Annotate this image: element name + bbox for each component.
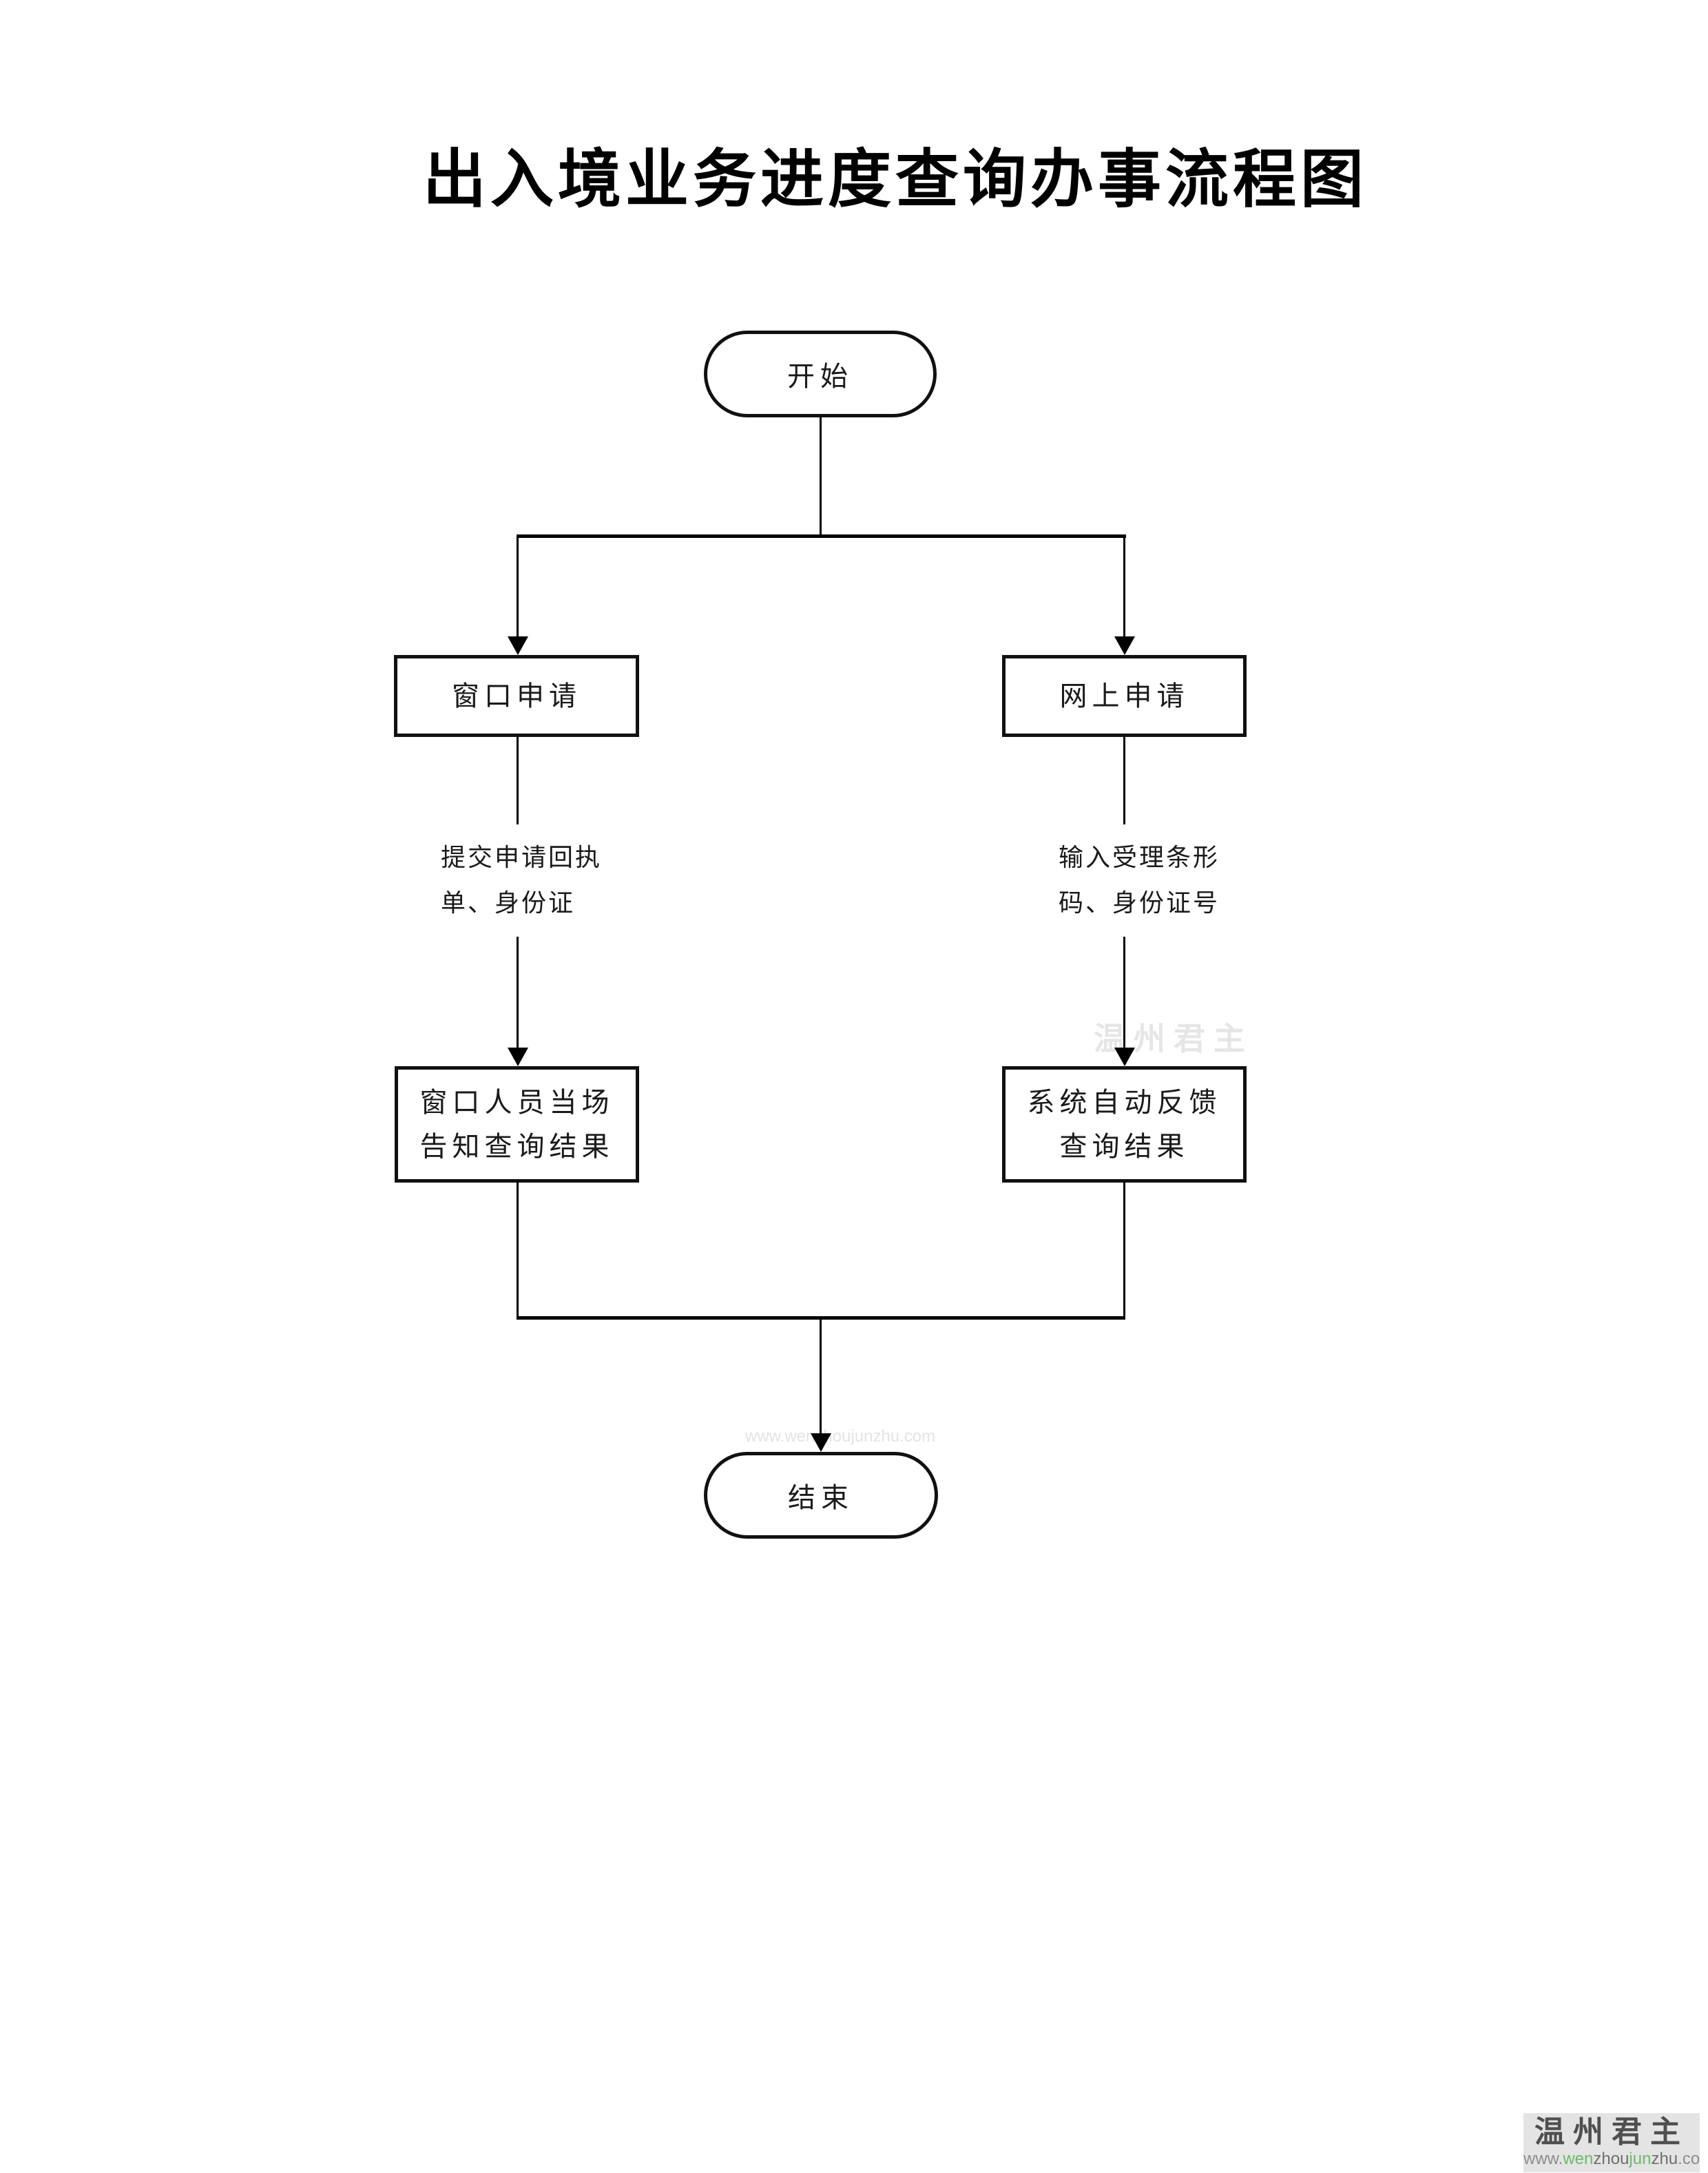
- window-note-line1: 提交申请回执: [441, 844, 603, 871]
- branch-split-line: [517, 534, 1126, 538]
- window-apply-box: 窗口申请: [394, 655, 639, 737]
- window-result-box: 窗口人员当场 告知查询结果: [395, 1066, 639, 1183]
- connector-window-result-down: [517, 1183, 519, 1320]
- online-note-line2: 码、身份证号: [1059, 889, 1220, 917]
- merge-line: [517, 1316, 1125, 1320]
- arrowhead-online-apply: [1114, 636, 1135, 655]
- connector-online-note-down: [1123, 937, 1125, 1048]
- start-label: 开始: [787, 361, 853, 392]
- online-note-line1: 输入受理条形: [1059, 844, 1220, 871]
- arrowhead-system-result: [1114, 1048, 1135, 1066]
- window-result-line1: 窗口人员当场: [419, 1086, 614, 1118]
- connector-start-to-branch: [820, 416, 822, 537]
- system-result-line1: 系统自动反馈: [1027, 1086, 1222, 1118]
- connector-merge-to-end: [820, 1320, 822, 1434]
- watermark-url[interactable]: www.wenzhoujunzhu.com: [1523, 2150, 1700, 2168]
- ghost-watermark-url: www.wenzhoujunzhu.com: [745, 1427, 936, 1446]
- window-apply-label: 窗口申请: [452, 680, 581, 711]
- window-result-line2: 告知查询结果: [419, 1130, 614, 1162]
- end-terminator: 结束: [704, 1452, 938, 1539]
- watermark-url-segment: .com: [1678, 2150, 1700, 2168]
- connector-branch-to-online-apply: [1123, 534, 1125, 638]
- connector-window-note-down: [517, 937, 519, 1048]
- end-label: 结束: [788, 1482, 854, 1513]
- watermark-url-segment: zhu: [1651, 2150, 1678, 2168]
- system-result-box: 系统自动反馈 查询结果: [1002, 1066, 1247, 1183]
- connector-system-result-down: [1123, 1183, 1125, 1320]
- online-apply-box: 网上申请: [1002, 655, 1247, 737]
- connector-branch-to-window-apply: [517, 534, 519, 638]
- watermark-url-segment: zhou: [1593, 2150, 1629, 2168]
- connector-online-apply-down: [1123, 737, 1125, 824]
- window-note: 提交申请回执 单、身份证: [441, 835, 603, 926]
- arrowhead-window-apply: [508, 636, 528, 655]
- watermark-brand: 温州君主: [1534, 2115, 1689, 2149]
- online-apply-label: 网上申请: [1059, 680, 1189, 711]
- start-terminator: 开始: [704, 331, 937, 417]
- connector-window-apply-down: [517, 737, 519, 824]
- system-result-line2: 查询结果: [1059, 1130, 1189, 1162]
- watermark-url-segment: www.: [1523, 2150, 1563, 2168]
- watermark: 温州君主 www.wenzhoujunzhu.com: [1523, 2113, 1700, 2172]
- watermark-url-segment: jun: [1629, 2150, 1652, 2168]
- page-title: 出入境业务进度查询办事流程图: [423, 145, 1368, 215]
- arrowhead-end: [811, 1433, 831, 1452]
- arrowhead-window-result: [508, 1048, 528, 1066]
- watermark-url-segment: wen: [1563, 2150, 1594, 2168]
- online-note: 输入受理条形 码、身份证号: [1059, 835, 1220, 926]
- window-note-line2: 单、身份证: [441, 889, 576, 917]
